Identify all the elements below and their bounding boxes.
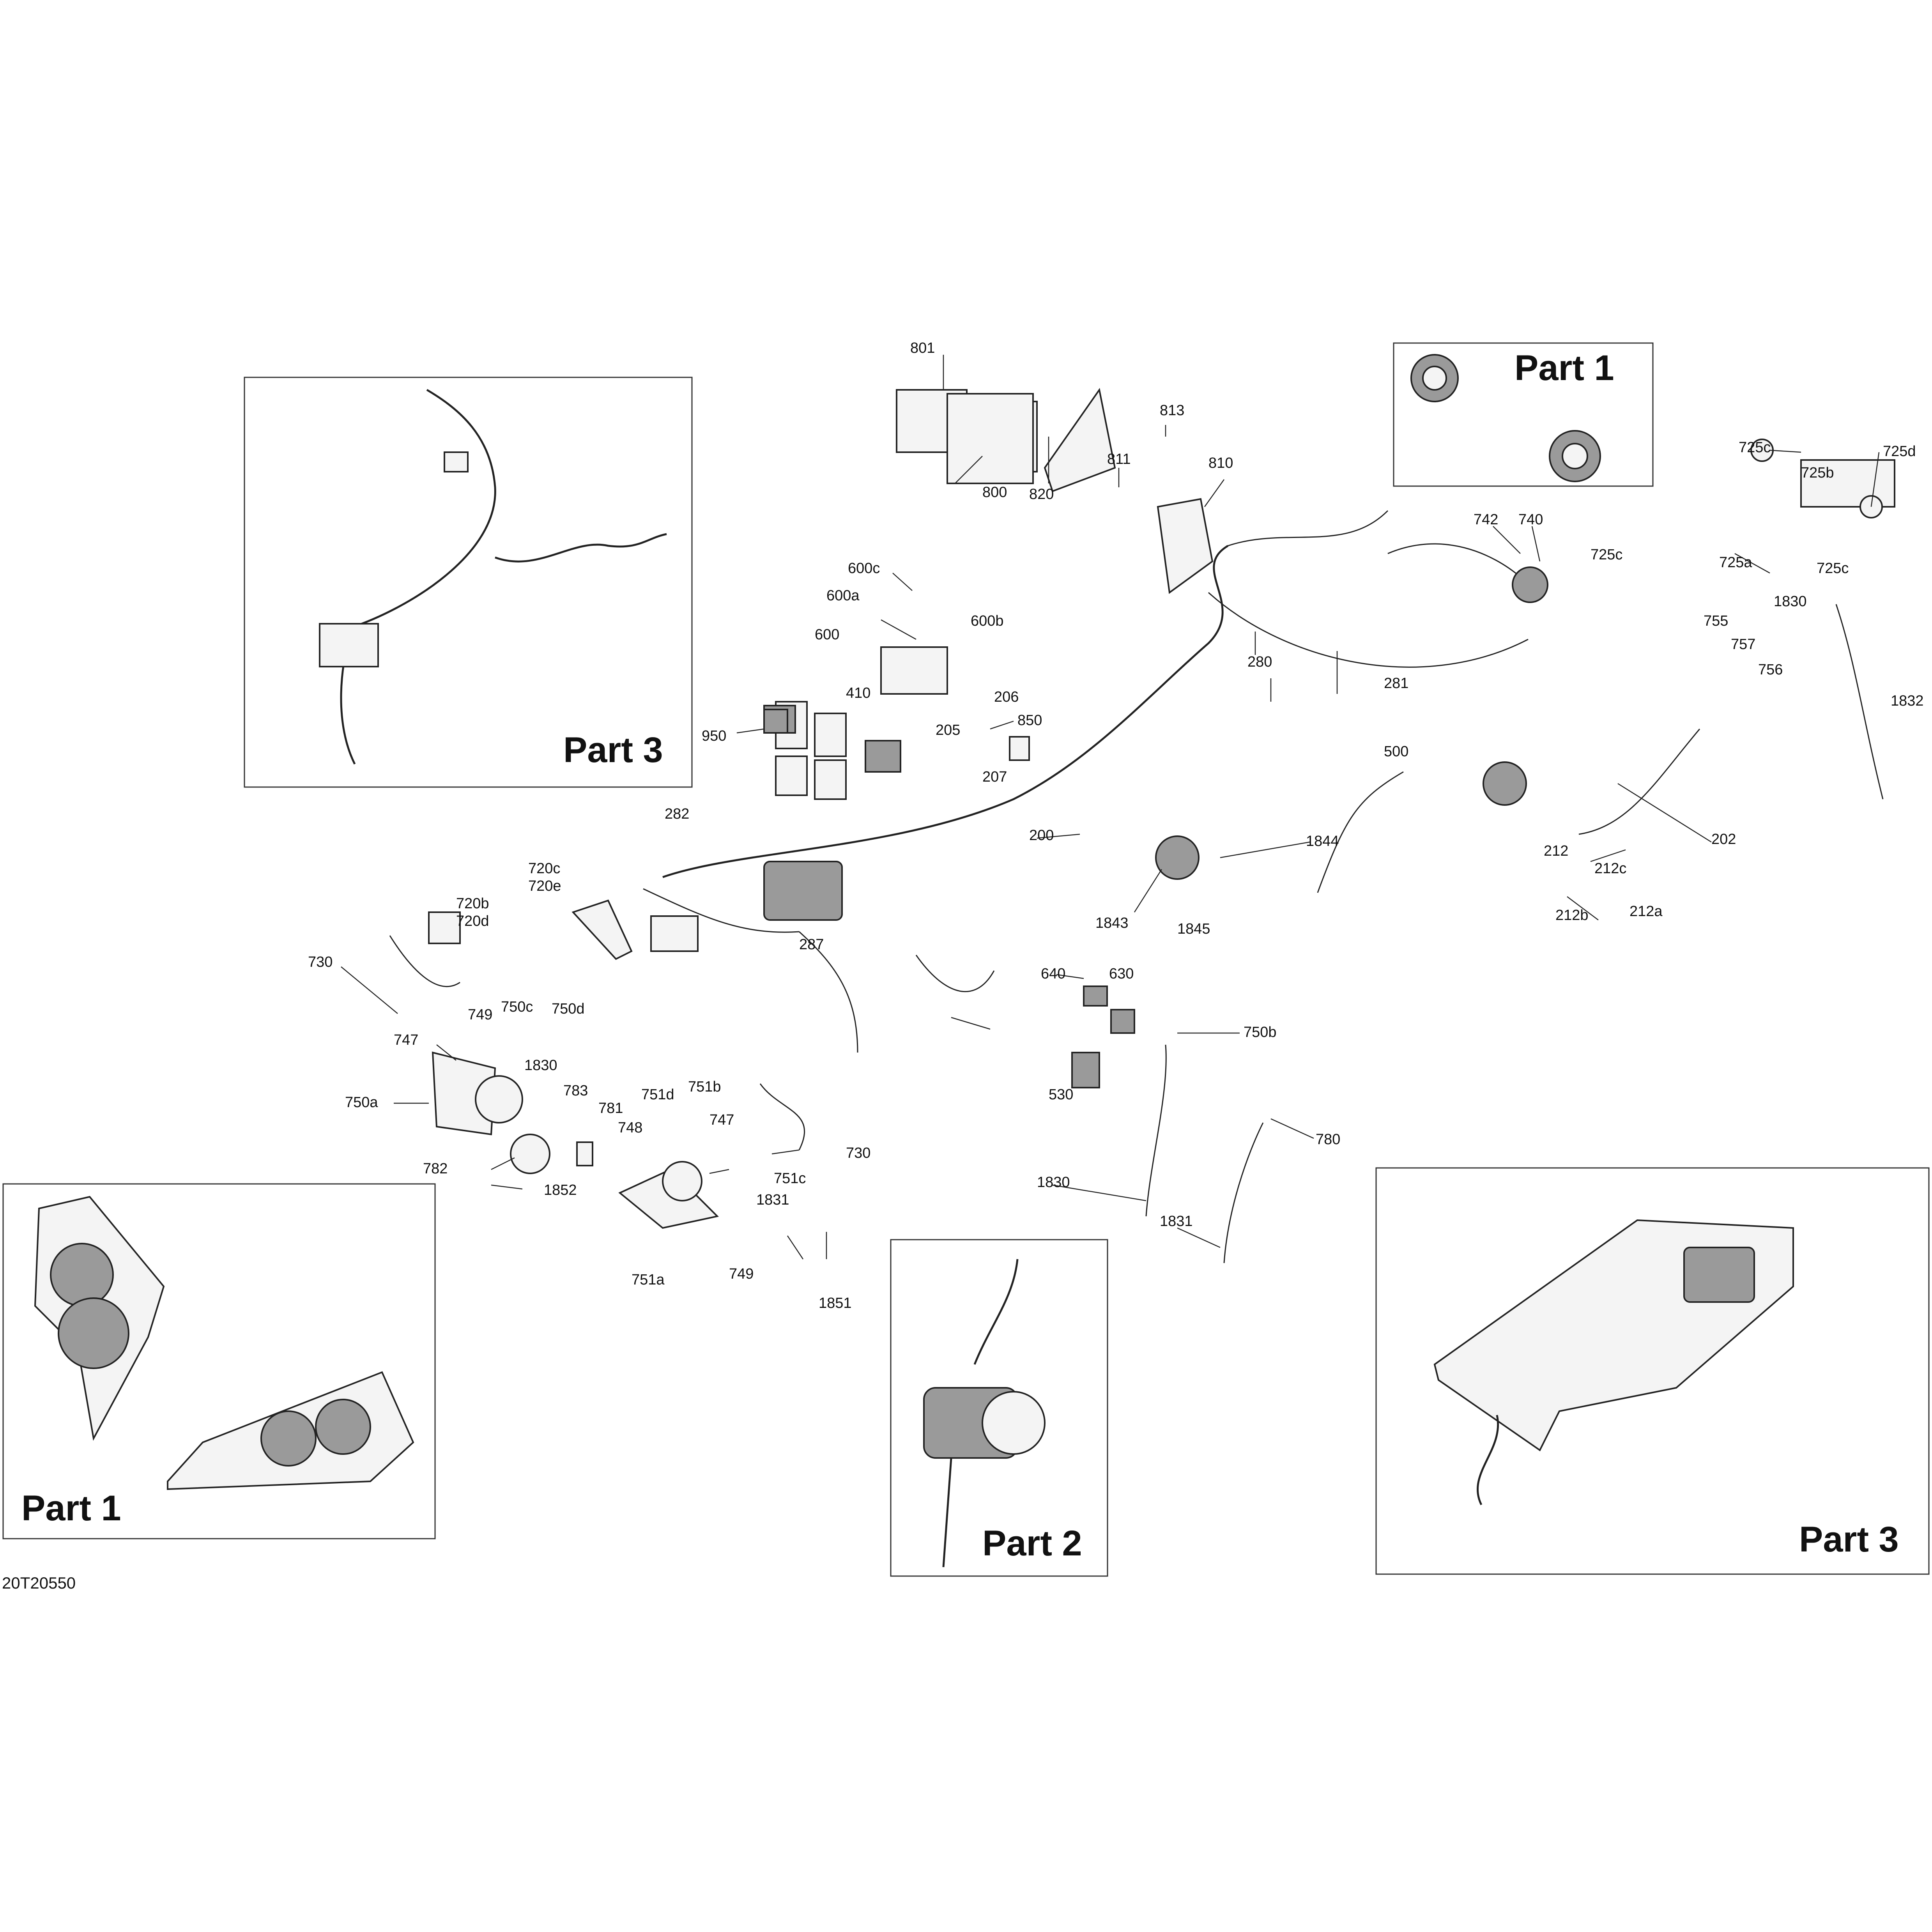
callout-781: 781	[598, 1100, 623, 1116]
callout-1830-2: 750b	[1244, 1024, 1277, 1040]
callout-755: 755	[1704, 613, 1728, 629]
callout-747-2: 747	[709, 1112, 734, 1128]
callout-212b: 212b	[1555, 907, 1589, 924]
callout-725d: 725d	[1883, 443, 1916, 460]
callout-1831: 1830	[1037, 1174, 1070, 1191]
callout-757: 757	[1731, 636, 1755, 653]
callout-1832: 1832	[1891, 693, 1924, 709]
callout-751b: 751b	[688, 1079, 721, 1095]
callout-820: 820	[1029, 486, 1054, 502]
callout-1852: 1831	[756, 1192, 789, 1208]
inset-part2-bottomcenter: Part 2	[890, 1239, 1108, 1577]
callout-725c: 725c	[1739, 439, 1771, 456]
callout-742: 742	[1474, 511, 1498, 528]
callout-740: 740	[1518, 511, 1543, 528]
callout-1851: 1851	[819, 1295, 852, 1311]
callout-630: 630	[1109, 966, 1134, 982]
callout-600b: 600b	[971, 613, 1004, 629]
callout-720e: 720e	[528, 878, 561, 894]
callout-281: 281	[1384, 675, 1408, 692]
callout-530: 530	[1049, 1086, 1073, 1103]
inset-title: Part 2	[982, 1523, 1082, 1563]
callout-600: 600	[815, 626, 839, 643]
callout-1843: 1843	[1095, 915, 1129, 931]
inset-part3-topleft: Part 3	[244, 377, 693, 788]
inset-title: Part 1	[1514, 348, 1614, 388]
callout-750c: 750c	[501, 999, 533, 1015]
callout-751a: 751a	[632, 1272, 665, 1288]
callout-756: 756	[1758, 662, 1783, 678]
inset-part3-bottomright: Part 3	[1375, 1167, 1930, 1575]
callout-782: 1852	[544, 1182, 577, 1198]
callout-1830-3: 780	[1316, 1131, 1340, 1148]
callout-1845: 1845	[1177, 921, 1210, 937]
callout-720d: 720d	[456, 913, 489, 929]
callout-207: 207	[982, 769, 1007, 785]
callout-749-2: 749	[729, 1266, 754, 1282]
callout-212a: 212a	[1629, 903, 1663, 920]
inset-title: Part 1	[21, 1488, 121, 1528]
callout-212c: 212c	[1594, 860, 1626, 877]
leader-lines	[341, 355, 1880, 1260]
callout-1830: 1830	[1774, 593, 1807, 610]
callout-801: 801	[910, 340, 935, 356]
callout-730-2: 730	[846, 1145, 870, 1161]
callout-811: 811	[1107, 451, 1131, 467]
callout-813: 813	[1160, 402, 1184, 419]
callout-800: 800	[982, 484, 1007, 501]
callout-725c-2: 725c	[1591, 547, 1622, 563]
callout-725b: 725b	[1801, 465, 1834, 481]
callout-747: 747	[394, 1032, 418, 1048]
callout-287: 287	[799, 936, 824, 953]
callout-751d: 751d	[641, 1086, 674, 1103]
callout-212: 212	[1544, 843, 1568, 859]
callout-750a: 750a	[345, 1094, 378, 1111]
callout-410: 410	[846, 685, 870, 701]
callout-200: 200	[1029, 827, 1054, 844]
callout-950: 950	[702, 728, 726, 744]
callout-600c: 600c	[848, 560, 880, 577]
callout-720c: 720c	[528, 860, 560, 877]
callout-748: 748	[618, 1120, 642, 1136]
callout-751c: 751c	[774, 1170, 806, 1187]
callout-1844: 1844	[1306, 833, 1339, 849]
callout-500: 500	[1384, 743, 1408, 760]
callout-750b: 1830	[524, 1057, 557, 1074]
callout-750d: 750d	[552, 1001, 585, 1017]
callout-labels: 801 800 820 813 811 810 725c 725d 725b 7…	[308, 340, 1924, 1311]
callout-206: 206	[994, 689, 1019, 705]
callout-730: 730	[308, 954, 333, 970]
callout-202: 202	[1711, 831, 1736, 847]
callout-600a: 600a	[826, 587, 860, 604]
inset-title: Part 3	[1799, 1520, 1899, 1559]
callout-749: 749	[468, 1007, 492, 1023]
callout-720b: 720b	[456, 895, 489, 912]
callout-1831-2: 1831	[1160, 1213, 1193, 1230]
callout-725c-3: 725c	[1817, 560, 1849, 577]
callout-780: 782	[423, 1161, 448, 1177]
callout-640: 640	[1041, 966, 1065, 982]
diagram-code: 20T20550	[2, 1574, 76, 1592]
inset-part1-topright: Part 1	[1393, 342, 1654, 487]
callout-725a: 725a	[1719, 554, 1752, 571]
callout-282: 282	[665, 806, 689, 822]
inset-title: Part 3	[563, 730, 663, 770]
callout-783: 783	[563, 1083, 588, 1099]
main-harness	[389, 388, 1895, 1263]
callout-810: 810	[1208, 455, 1233, 471]
inset-part1-bottomleft: Part 1	[2, 1183, 436, 1539]
callout-850: 850	[1017, 712, 1042, 729]
callout-280: 280	[1247, 654, 1272, 670]
callout-205: 205	[936, 722, 960, 738]
